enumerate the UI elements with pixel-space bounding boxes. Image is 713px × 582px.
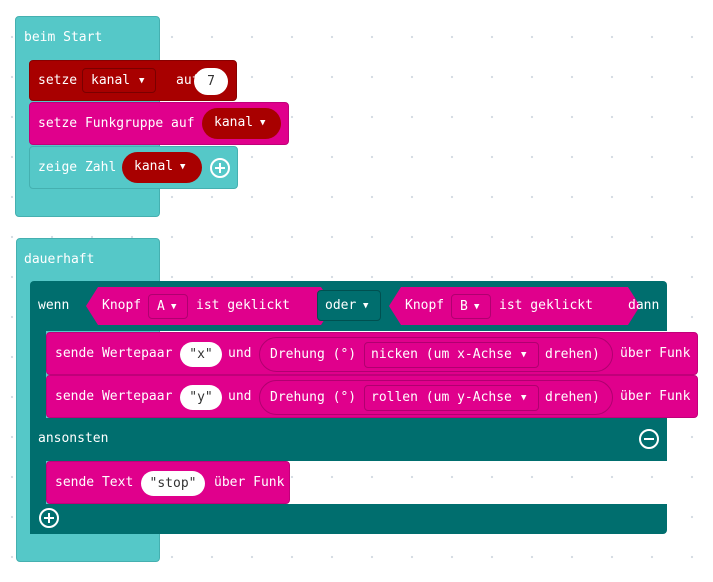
over-radio-label: über Funk (620, 346, 691, 361)
caret-down-icon: ▼ (521, 393, 527, 403)
caret-down-icon: ▼ (139, 76, 145, 86)
name-input[interactable]: "x" (180, 342, 222, 367)
rotation-reporter[interactable]: Drehung (°) rollen (um y-Achse ▼ drehen) (259, 380, 613, 415)
minus-circle-icon[interactable] (639, 429, 659, 449)
value-input[interactable]: 7 (194, 68, 228, 95)
variable-reporter[interactable]: kanal ▼ (122, 152, 202, 183)
else-section[interactable]: ansonsten (30, 418, 667, 461)
rotate-label: drehen) (545, 347, 600, 362)
variable-dropdown[interactable]: kanal ▼ (82, 68, 156, 93)
quote-open: " (189, 347, 198, 362)
name-text: x (197, 347, 205, 362)
button-dropdown[interactable]: B ▼ (451, 294, 491, 319)
variable-name: kanal (214, 115, 254, 130)
rotation-label: Drehung (°) (270, 347, 357, 362)
name-input[interactable]: "y" (180, 385, 222, 410)
operator-value: oder (325, 298, 357, 313)
send-value-label: sende Wertepaar (55, 346, 173, 361)
variable-name: kanal (91, 73, 131, 88)
if-else-block[interactable]: wenn Knopf A ▼ ist geklickt oder ▼ Knopf… (30, 281, 667, 331)
set-radio-group-label: setze Funkgruppe auf (38, 116, 195, 131)
text-value: stop (157, 476, 189, 491)
variable-reporter[interactable]: kanal ▼ (202, 108, 281, 139)
forever-label: dauerhaft (24, 252, 95, 267)
send-value-y-block[interactable]: sende Wertepaar "y" und Drehung (°) roll… (46, 375, 698, 418)
rotation-reporter[interactable]: Drehung (°) nicken (um x-Achse ▼ drehen) (259, 337, 613, 372)
axis-dropdown[interactable]: nicken (um x-Achse ▼ (364, 342, 539, 368)
set-radio-group-block[interactable]: setze Funkgruppe auf kanal ▼ (29, 102, 289, 145)
button-value: A (157, 299, 165, 314)
caret-down-icon: ▼ (171, 302, 177, 312)
send-value-x-block[interactable]: sende Wertepaar "x" und Drehung (°) nick… (46, 332, 698, 375)
button-label: Knopf (405, 298, 445, 313)
axis-dropdown[interactable]: rollen (um y-Achse ▼ (364, 385, 539, 411)
to-label: auf (176, 73, 200, 88)
axis-value: rollen (um y-Achse (371, 390, 512, 405)
send-value-label: sende Wertepaar (55, 389, 173, 404)
show-number-label: zeige Zahl (38, 160, 117, 175)
caret-down-icon: ▼ (363, 301, 369, 311)
axis-value: nicken (um x-Achse (371, 347, 512, 362)
quote-close: " (188, 476, 197, 491)
else-label: ansonsten (38, 431, 109, 446)
button-label: Knopf (102, 298, 142, 313)
send-text-block[interactable]: sende Text "stop" über Funk (46, 461, 290, 504)
set-variable-block[interactable]: setze kanal ▼ auf 7 (29, 60, 237, 101)
caret-down-icon: ▼ (474, 302, 480, 312)
clicked-label: ist geklickt (499, 298, 593, 313)
if-label: wenn (38, 298, 70, 313)
button-value: B (460, 299, 468, 314)
variable-name: kanal (134, 159, 174, 174)
caret-down-icon: ▼ (180, 162, 186, 172)
name-text: y (197, 390, 205, 405)
value-text: 7 (207, 74, 215, 89)
send-text-label: sende Text (55, 475, 134, 490)
quote-close: " (204, 347, 213, 362)
if-else-footer[interactable] (30, 504, 667, 534)
button-pressed-condition-a[interactable]: Knopf A ▼ ist geklickt (86, 287, 333, 325)
clicked-label: ist geklickt (196, 298, 290, 313)
over-radio-label: über Funk (214, 475, 285, 490)
then-label: dann (628, 298, 660, 313)
and-label: und (228, 389, 252, 404)
over-radio-label: über Funk (620, 389, 691, 404)
plus-circle-icon[interactable] (39, 508, 59, 528)
on-start-label: beim Start (24, 30, 103, 45)
quote-open: " (189, 390, 198, 405)
quote-open: " (149, 476, 158, 491)
show-number-block[interactable]: zeige Zahl kanal ▼ (29, 146, 238, 189)
plus-circle-icon[interactable] (210, 158, 230, 178)
rotate-label: drehen) (545, 390, 600, 405)
caret-down-icon: ▼ (521, 350, 527, 360)
quote-close: " (204, 390, 213, 405)
text-input[interactable]: "stop" (141, 471, 205, 496)
button-pressed-condition-b[interactable]: Knopf B ▼ ist geklickt (389, 287, 640, 325)
set-label: setze (38, 73, 78, 88)
rotation-label: Drehung (°) (270, 390, 357, 405)
button-dropdown[interactable]: A ▼ (148, 294, 188, 319)
operator-dropdown[interactable]: oder ▼ (317, 290, 381, 321)
caret-down-icon: ▼ (260, 118, 266, 128)
and-label: und (228, 346, 252, 361)
